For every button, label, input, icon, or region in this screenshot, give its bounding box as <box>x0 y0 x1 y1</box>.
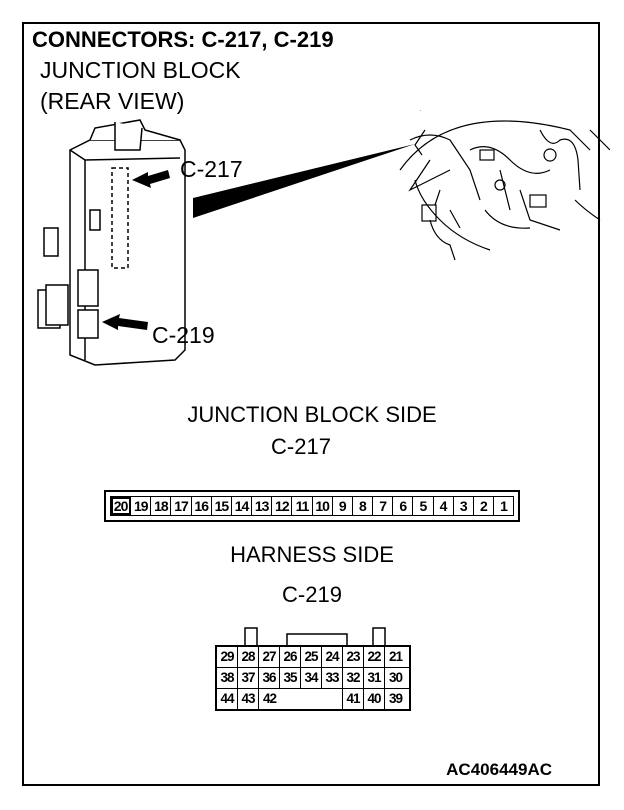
c217-pin: 15 <box>212 497 232 515</box>
c219-pin: 21 <box>388 649 403 664</box>
c217-pin: 7 <box>373 497 394 515</box>
subtitle-junction-block: JUNCTION BLOCK <box>40 57 241 83</box>
c217-pin: 18 <box>151 497 172 515</box>
c219-pin: 44 <box>217 689 238 709</box>
c219-pin: 37 <box>238 668 259 688</box>
c217-pin: 19 <box>131 497 152 515</box>
c217-pin: 6 <box>393 497 414 515</box>
diagram-frame <box>22 22 600 786</box>
c217-callout-label: C-217 <box>180 156 243 182</box>
zoom-wedge <box>193 144 415 218</box>
figure-code: AC406449AC <box>446 760 552 779</box>
junction-block-illustration <box>37 110 610 366</box>
c219-callout-label: C-219 <box>152 322 215 348</box>
c217-pin: 16 <box>192 497 212 515</box>
c219-empty-cavity <box>280 689 301 709</box>
c217-pin: 17 <box>171 497 192 515</box>
c219-pin: 36 <box>259 668 280 688</box>
c219-pin: 34 <box>301 668 322 688</box>
c219-pin: 29 <box>217 647 238 667</box>
c219-pin: 38 <box>217 668 238 688</box>
c217-pin: 2 <box>474 497 494 515</box>
c219-pin: 35 <box>280 668 301 688</box>
c217-pin: 4 <box>434 497 454 515</box>
c219-pin: 32 <box>343 668 364 688</box>
c217-pin: 1 <box>500 498 508 514</box>
c217-pin: 8 <box>353 497 374 515</box>
c217-arrow-icon <box>132 170 170 188</box>
subtitle-rear-view: (REAR VIEW) <box>40 88 185 114</box>
c219-pin: 25 <box>301 647 322 667</box>
c219-pin: 31 <box>364 668 385 688</box>
section2-connector-label: C-219 <box>282 582 342 607</box>
c219-pin: 23 <box>343 647 364 667</box>
c219-pin: 30 <box>388 670 403 685</box>
c219-pin: 42 <box>262 691 277 706</box>
c217-location-outline <box>111 167 129 269</box>
c217-pin: 11 <box>292 497 313 515</box>
c219-arrow-icon <box>102 314 148 330</box>
c217-pin: 13 <box>252 497 273 515</box>
section1-connector-label: C-217 <box>271 434 331 459</box>
c219-pin: 39 <box>388 691 403 706</box>
c219-pin: 40 <box>364 689 385 709</box>
c217-pin: 20 <box>111 497 132 515</box>
c217-pin: 14 <box>232 497 253 515</box>
c217-pin: 9 <box>333 497 353 515</box>
c217-pin: 10 <box>313 497 333 515</box>
c219-pin: 41 <box>343 689 364 709</box>
c217-pin: 5 <box>413 497 434 515</box>
c219-pin: 28 <box>238 647 259 667</box>
c219-pin: 43 <box>238 689 259 709</box>
c219-pin: 33 <box>322 668 343 688</box>
c217-pin: 3 <box>454 497 474 515</box>
c219-pin: 26 <box>280 647 301 667</box>
dashboard-harness-sketch <box>399 110 610 261</box>
section1-title: JUNCTION BLOCK SIDE <box>187 402 437 427</box>
c217-pin: 12 <box>272 497 293 515</box>
page-title: CONNECTORS: C-217, C-219 <box>32 27 334 52</box>
c219-pin: 22 <box>364 647 385 667</box>
c219-empty-cavity <box>322 689 343 709</box>
c219-pin: 24 <box>322 647 343 667</box>
c219-pin: 27 <box>259 647 280 667</box>
section2-title: HARNESS SIDE <box>230 542 394 567</box>
c219-empty-cavity <box>301 689 322 709</box>
